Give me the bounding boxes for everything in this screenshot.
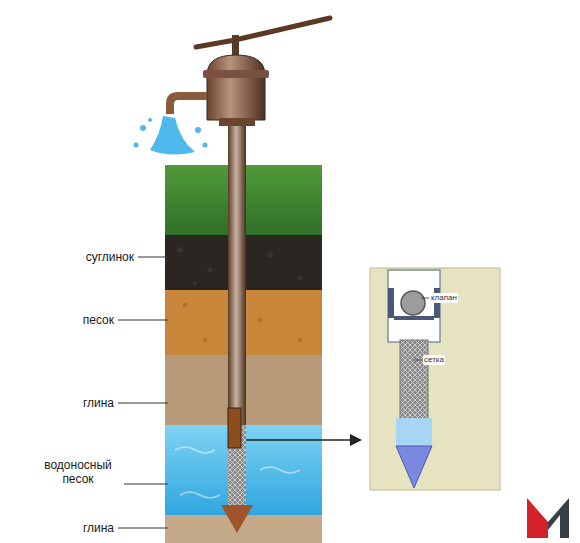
layer-label: суглинок [86, 250, 134, 264]
layer-label: песок [83, 313, 114, 327]
layer-label: водоносный песок [36, 458, 120, 487]
layer-label: глина [83, 396, 114, 410]
part-label: клапан [430, 293, 458, 303]
part-label: сетка [423, 355, 445, 365]
layer-label: глина [83, 521, 114, 535]
